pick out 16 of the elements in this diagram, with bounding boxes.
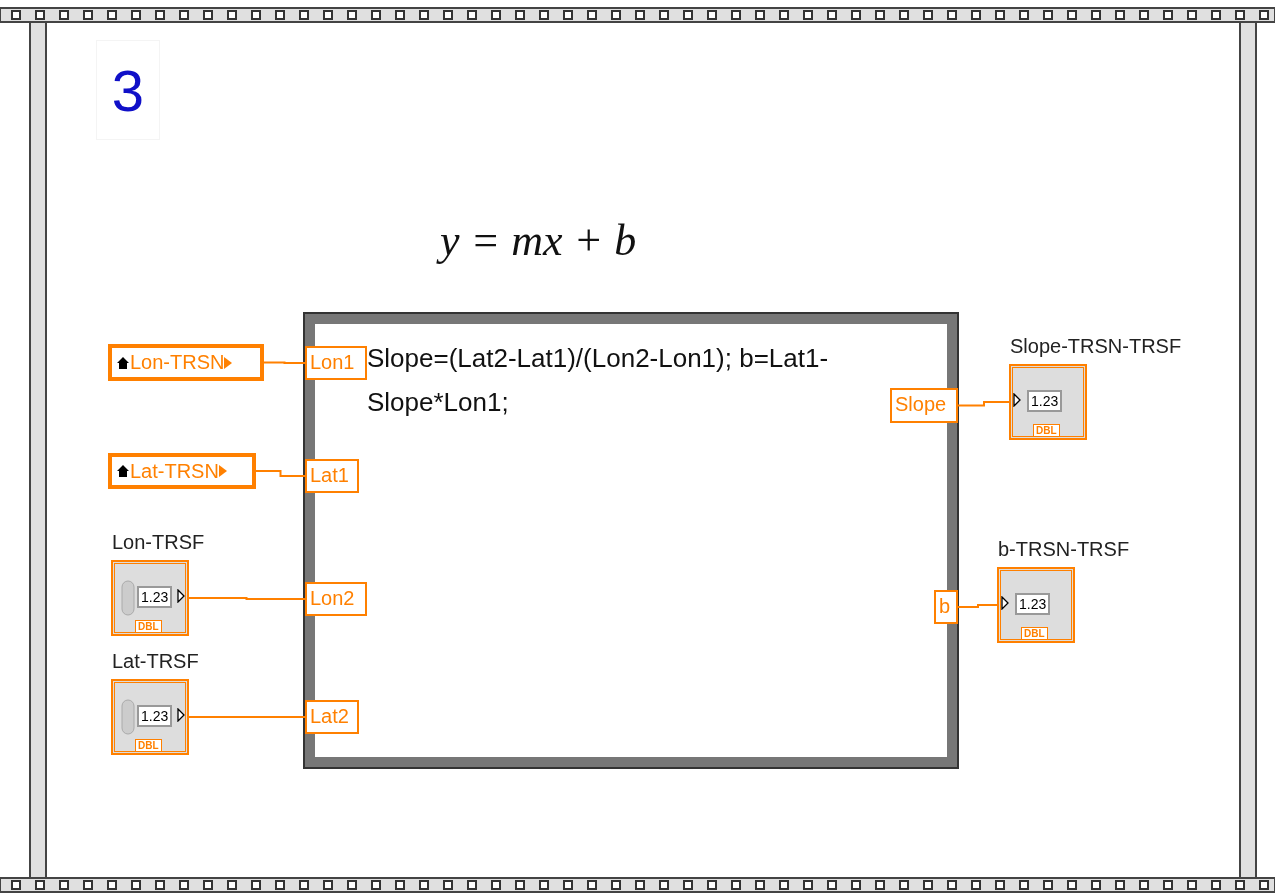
- control-label: Lon-TRSF: [112, 531, 205, 554]
- type-tag: DBL: [1033, 424, 1060, 436]
- numeric-display: 1.23: [137, 705, 173, 727]
- control-label: b-TRSN-TRSF: [998, 538, 1130, 561]
- frame-number: 3: [96, 40, 160, 140]
- variable-name: Lon-TRSN: [130, 351, 225, 374]
- control-label: Slope-TRSN-TRSF: [1010, 335, 1182, 358]
- control-label: Lat-TRSF: [112, 650, 199, 673]
- numeric-display: 1.23: [1027, 390, 1063, 412]
- type-tag: DBL: [135, 739, 162, 751]
- variable-name: Lat-TRSN: [130, 459, 219, 483]
- numeric-display: 1.23: [1015, 593, 1051, 615]
- type-tag: DBL: [135, 620, 162, 632]
- type-tag: DBL: [1021, 627, 1048, 639]
- numeric-display: 1.23: [137, 586, 173, 608]
- formula-text: Slope=(Lat2-Lat1)/(Lon2-Lon1); b=Lat1-Slope*Lon1;: [367, 342, 830, 419]
